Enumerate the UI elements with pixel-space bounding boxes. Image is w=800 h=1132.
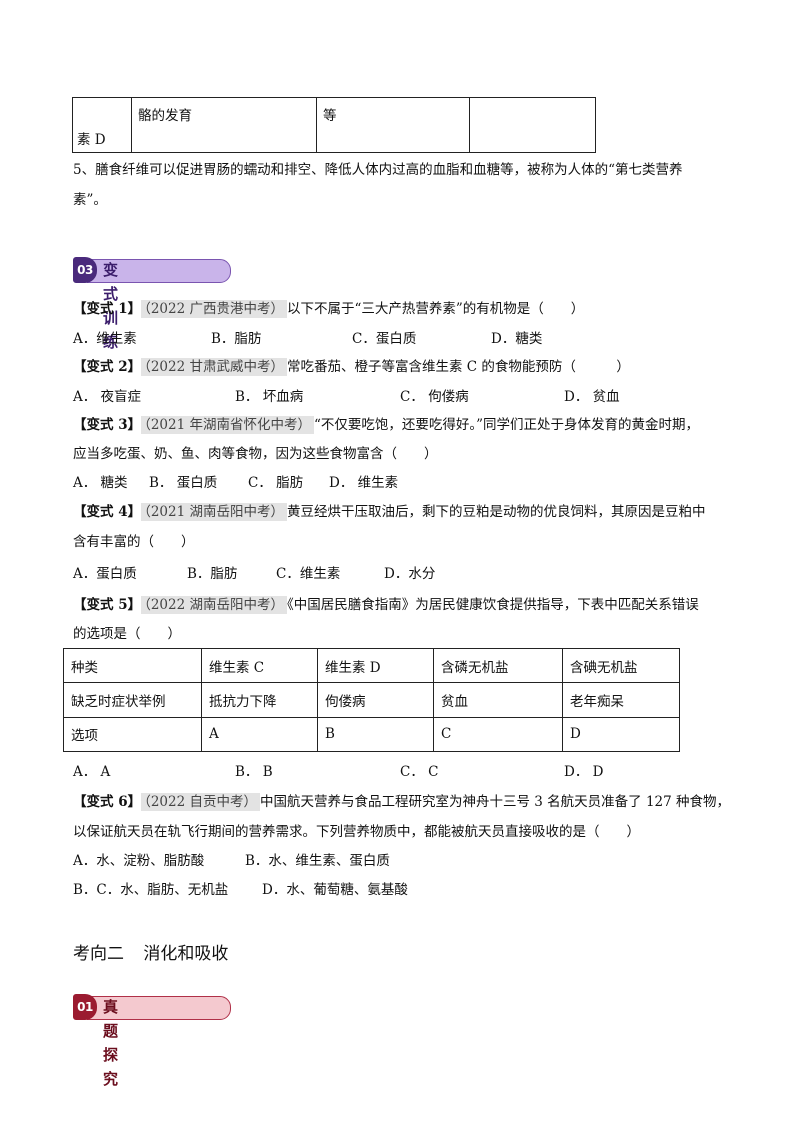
question-source: （2021 年湖南省怀化中考） xyxy=(141,416,314,434)
table-cell: B xyxy=(317,716,434,753)
question-tag: 【变式 3】 xyxy=(73,417,142,433)
question-text: 以下不属于“三大产热营养素”的有机物是（ ） xyxy=(287,301,585,317)
option: C．蛋白质 xyxy=(352,331,417,347)
question-text: “不仅要吃饱，还要吃得好。”同学们正处于身体发育的黄金时期， xyxy=(314,417,700,433)
question-source: （2022 广西贵港中考） xyxy=(141,300,287,318)
option: D．水分 xyxy=(384,566,436,582)
nutrient-table-fragment: 素 D 骼的发育 等 xyxy=(72,97,596,153)
question-5-stem-cont: 的选项是（ ） xyxy=(73,626,181,642)
option: D． D xyxy=(564,764,604,780)
option: B．C．水、脂肪、无机盐 xyxy=(73,882,229,898)
table-cell: 佝偻病 xyxy=(317,682,434,718)
question-source: （2022 自贡中考） xyxy=(141,793,260,811)
option: C． 脂肪 xyxy=(248,475,304,491)
table-cell: D xyxy=(562,716,680,753)
question-source: （2021 湖南岳阳中考） xyxy=(141,503,287,521)
table-cell: C xyxy=(433,716,563,753)
note-5-line-2: 素”。 xyxy=(73,192,107,208)
question-source: （2022 湖南岳阳中考） xyxy=(141,596,287,614)
table-row: 种类 维生素 C 维生素 D 含磷无机盐 含碘无机盐 xyxy=(63,647,680,684)
table-cell: 抵抗力下降 xyxy=(201,682,318,718)
option: A．蛋白质 xyxy=(73,566,137,582)
option: C．维生素 xyxy=(276,566,341,582)
table-cell: 贫血 xyxy=(433,682,563,718)
option: D．糖类 xyxy=(491,331,543,347)
option: B． 坏血病 xyxy=(235,389,304,405)
table-row: 素 D 骼的发育 等 xyxy=(72,97,596,153)
option: B．脂肪 xyxy=(211,331,262,347)
banner-title: 真题探究 xyxy=(103,998,122,1088)
question-4-stem-cont: 含有丰富的（ ） xyxy=(73,534,195,550)
table-cell: 含磷无机盐 xyxy=(433,647,563,684)
table-cell: 含碘无机盐 xyxy=(562,647,680,684)
table-cell: 素 D xyxy=(72,97,132,153)
table-cell: 选项 xyxy=(63,716,202,753)
option: A．维生素 xyxy=(73,331,137,347)
table-row: 选项 A B C D xyxy=(63,716,680,753)
table-cell: 等 xyxy=(316,97,470,153)
option: D．水、葡萄糖、氨基酸 xyxy=(262,882,408,898)
option: B．水、维生素、蛋白质 xyxy=(245,853,390,869)
question-3-stem-cont: 应当多吃蛋、奶、鱼、肉等食物，因为这些食物富含（ ） xyxy=(73,446,438,462)
banner-badge: 03 xyxy=(73,257,97,283)
question-tag: 【变式 1】 xyxy=(73,301,142,317)
section-heading-part: 考向二 xyxy=(73,944,124,964)
table-cell xyxy=(469,97,596,153)
option: A．水、淀粉、脂肪酸 xyxy=(73,853,205,869)
option: B．脂肪 xyxy=(187,566,238,582)
banner-pill xyxy=(87,996,231,1020)
question-4-stem: 【变式 4】（2021 湖南岳阳中考）黄豆经烘干压取油后，剩下的豆粕是动物的优良… xyxy=(73,500,706,521)
option: C． C xyxy=(400,764,439,780)
option: B． 蛋白质 xyxy=(149,475,218,491)
question-6-stem-cont: 以保证航天员在轨飞行期间的营养需求。下列营养物质中，都能被航天员直接吸收的是（ … xyxy=(73,824,640,840)
option: A． A xyxy=(73,764,111,780)
table-cell: 缺乏时症状举例 xyxy=(63,682,202,718)
option: D． 贫血 xyxy=(564,389,620,405)
question-text: 《中国居民膳食指南》为居民健康饮食提供指导，下表中匹配关系错误 xyxy=(287,597,699,613)
question-2-stem: 【变式 2】（2022 甘肃武威中考）常吃番茄、橙子等富含维生素 C 的食物能预… xyxy=(73,355,630,376)
table-cell: 维生素 D xyxy=(317,647,434,684)
note-5-line-1: 5、膳食纤维可以促进胃肠的蠕动和排空、降低人体内过高的血脂和血糖等，被称为人体的… xyxy=(73,162,683,178)
question-source: （2022 甘肃武威中考） xyxy=(141,358,287,376)
section-heading-title: 消化和吸收 xyxy=(143,944,229,964)
table-row: 缺乏时症状举例 抵抗力下降 佝偻病 贫血 老年痴呆 xyxy=(63,682,680,718)
table-cell: 老年痴呆 xyxy=(562,682,680,718)
question-tag: 【变式 5】 xyxy=(73,597,142,613)
option: C． 佝偻病 xyxy=(400,389,469,405)
question-tag: 【变式 6】 xyxy=(73,794,142,810)
option: B． B xyxy=(235,764,273,780)
banner-title: 变式训练 xyxy=(103,261,122,351)
option: A． 夜盲症 xyxy=(73,389,142,405)
banner-pill xyxy=(87,259,231,283)
table-cell: 种类 xyxy=(63,647,202,684)
banner-badge: 01 xyxy=(73,994,97,1020)
question-text: 中国航天营养与食品工程研究室为神舟十三号 3 名航天员准备了 127 种食物， xyxy=(260,794,731,810)
question-5-stem: 【变式 5】（2022 湖南岳阳中考）《中国居民膳食指南》为居民健康饮食提供指导… xyxy=(73,593,699,614)
question-3-stem: 【变式 3】（2021 年湖南省怀化中考）“不仅要吃饱，还要吃得好。”同学们正处… xyxy=(73,413,700,434)
question-text: 黄豆经烘干压取油后，剩下的豆粕是动物的优良饲料，其原因是豆粕中 xyxy=(287,504,706,520)
question-6-stem: 【变式 6】（2022 自贡中考）中国航天营养与食品工程研究室为神舟十三号 3 … xyxy=(73,790,731,811)
option: D． 维生素 xyxy=(329,475,399,491)
question-1-stem: 【变式 1】（2022 广西贵港中考）以下不属于“三大产热营养素”的有机物是（ … xyxy=(73,297,585,318)
question-text: 常吃番茄、橙子等富含维生素 C 的食物能预防（ ） xyxy=(287,359,630,375)
table-cell: A xyxy=(201,716,318,753)
question-tag: 【变式 2】 xyxy=(73,359,142,375)
table-cell: 维生素 C xyxy=(201,647,318,684)
section-heading: 考向二 消化和吸收 xyxy=(73,939,228,964)
question-tag: 【变式 4】 xyxy=(73,504,142,520)
table-cell: 骼的发育 xyxy=(131,97,317,153)
option: A． 糖类 xyxy=(73,475,128,491)
guideline-table: 种类 维生素 C 维生素 D 含磷无机盐 含碘无机盐 缺乏时症状举例 抵抗力下降… xyxy=(63,647,680,753)
